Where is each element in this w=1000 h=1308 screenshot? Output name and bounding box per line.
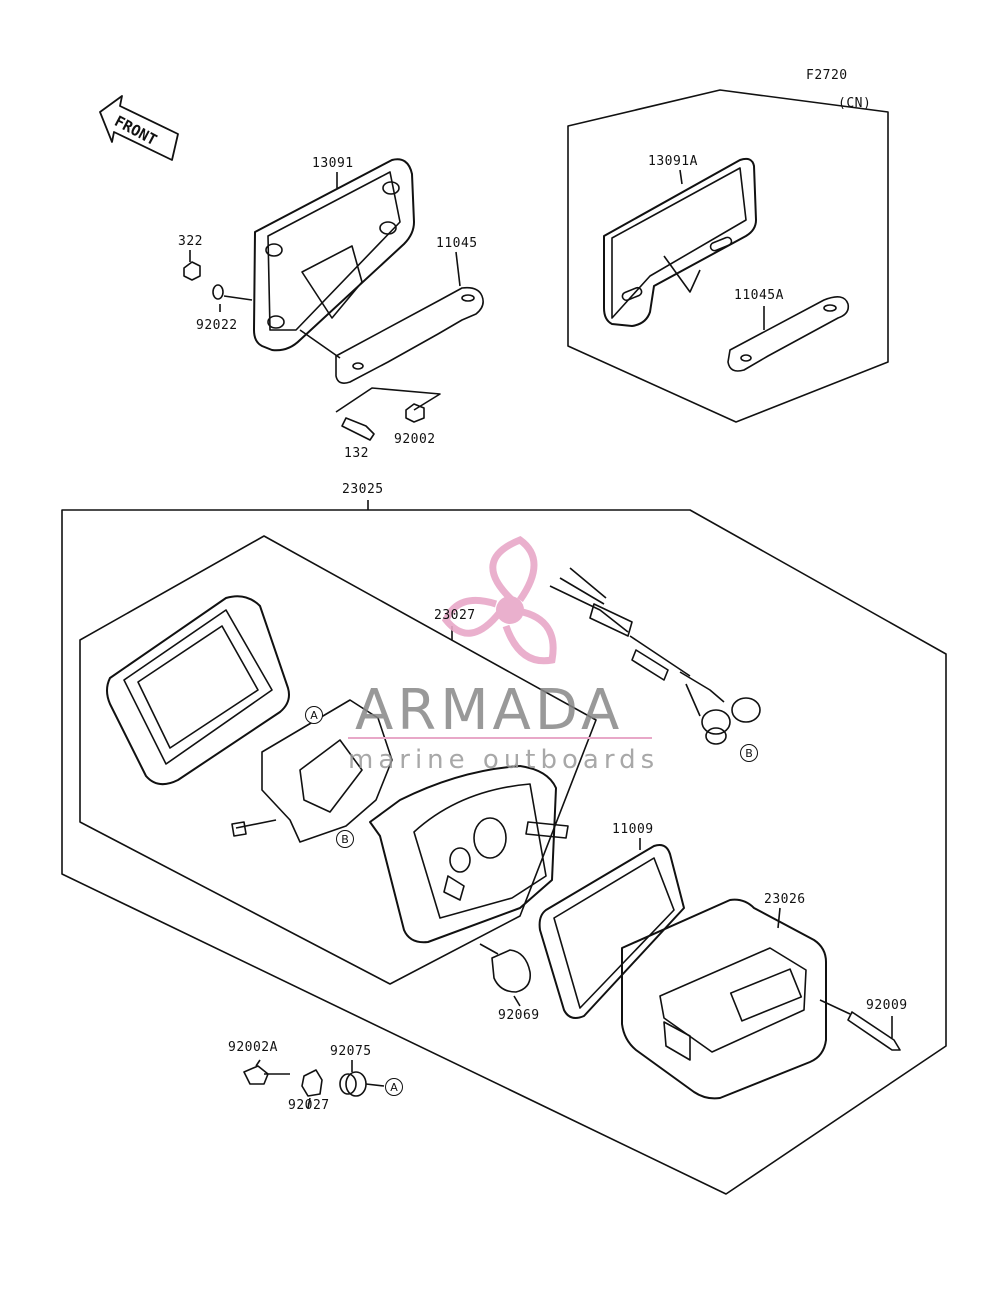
part-label-11045: 11045	[436, 236, 478, 251]
part-label-92027: 92027	[288, 1098, 330, 1113]
part-label-92075: 92075	[330, 1044, 372, 1059]
license-bracket-13091a	[603, 157, 757, 327]
bolt-132	[341, 417, 375, 441]
collar-92027	[301, 1069, 323, 1097]
part-label-92022: 92022	[196, 318, 238, 333]
diagram-code: F2720	[806, 68, 848, 83]
part-label-92002: 92002	[394, 432, 436, 447]
part-label-13091: 13091	[312, 156, 354, 171]
part-label-11045a: 11045A	[734, 288, 784, 303]
callout-b-plate: B	[336, 830, 354, 848]
nut-322	[183, 261, 201, 281]
wire-harness-23027	[549, 567, 761, 745]
lamp-housing	[369, 765, 569, 944]
bolt-92002a	[243, 1065, 290, 1085]
part-label-132: 132	[344, 446, 369, 461]
bulb-92069	[479, 943, 532, 993]
screw-92009	[847, 1011, 901, 1051]
bracket-11045	[299, 286, 484, 384]
nut-92002	[405, 403, 425, 423]
lens-23026	[621, 898, 827, 1100]
part-label-322: 322	[178, 234, 203, 249]
cn-variant-box	[567, 89, 889, 423]
grommet-92075	[339, 1071, 367, 1097]
part-label-92009: 92009	[866, 998, 908, 1013]
washer-92022	[212, 284, 224, 300]
sub-assembly-box	[79, 535, 597, 985]
part-label-92002a: 92002A	[228, 1040, 278, 1055]
callout-a-grommet: A	[385, 1078, 403, 1096]
variant-code: (CN)	[838, 96, 872, 111]
assembly-box-23025	[61, 509, 947, 1195]
part-label-23026: 23026	[764, 892, 806, 907]
lens-frame	[106, 595, 290, 786]
watermark-tagline: marine outboards	[348, 745, 660, 775]
callout-a-plate: A	[305, 706, 323, 724]
watermark-brand: ARMADA	[355, 678, 624, 743]
part-label-13091a: 13091A	[648, 154, 698, 169]
part-label-23027: 23027	[434, 608, 476, 623]
front-arrow-icon	[99, 95, 179, 161]
bracket-11045a	[727, 296, 850, 372]
mounting-plate	[231, 699, 393, 843]
callout-b-harness: B	[740, 744, 758, 762]
gasket-11009	[538, 844, 685, 1019]
part-label-23025: 23025	[342, 482, 384, 497]
part-label-92069: 92069	[498, 1008, 540, 1023]
watermark-logo-icon	[441, 536, 557, 665]
license-bracket-13091	[253, 158, 415, 352]
part-label-11009: 11009	[612, 822, 654, 837]
